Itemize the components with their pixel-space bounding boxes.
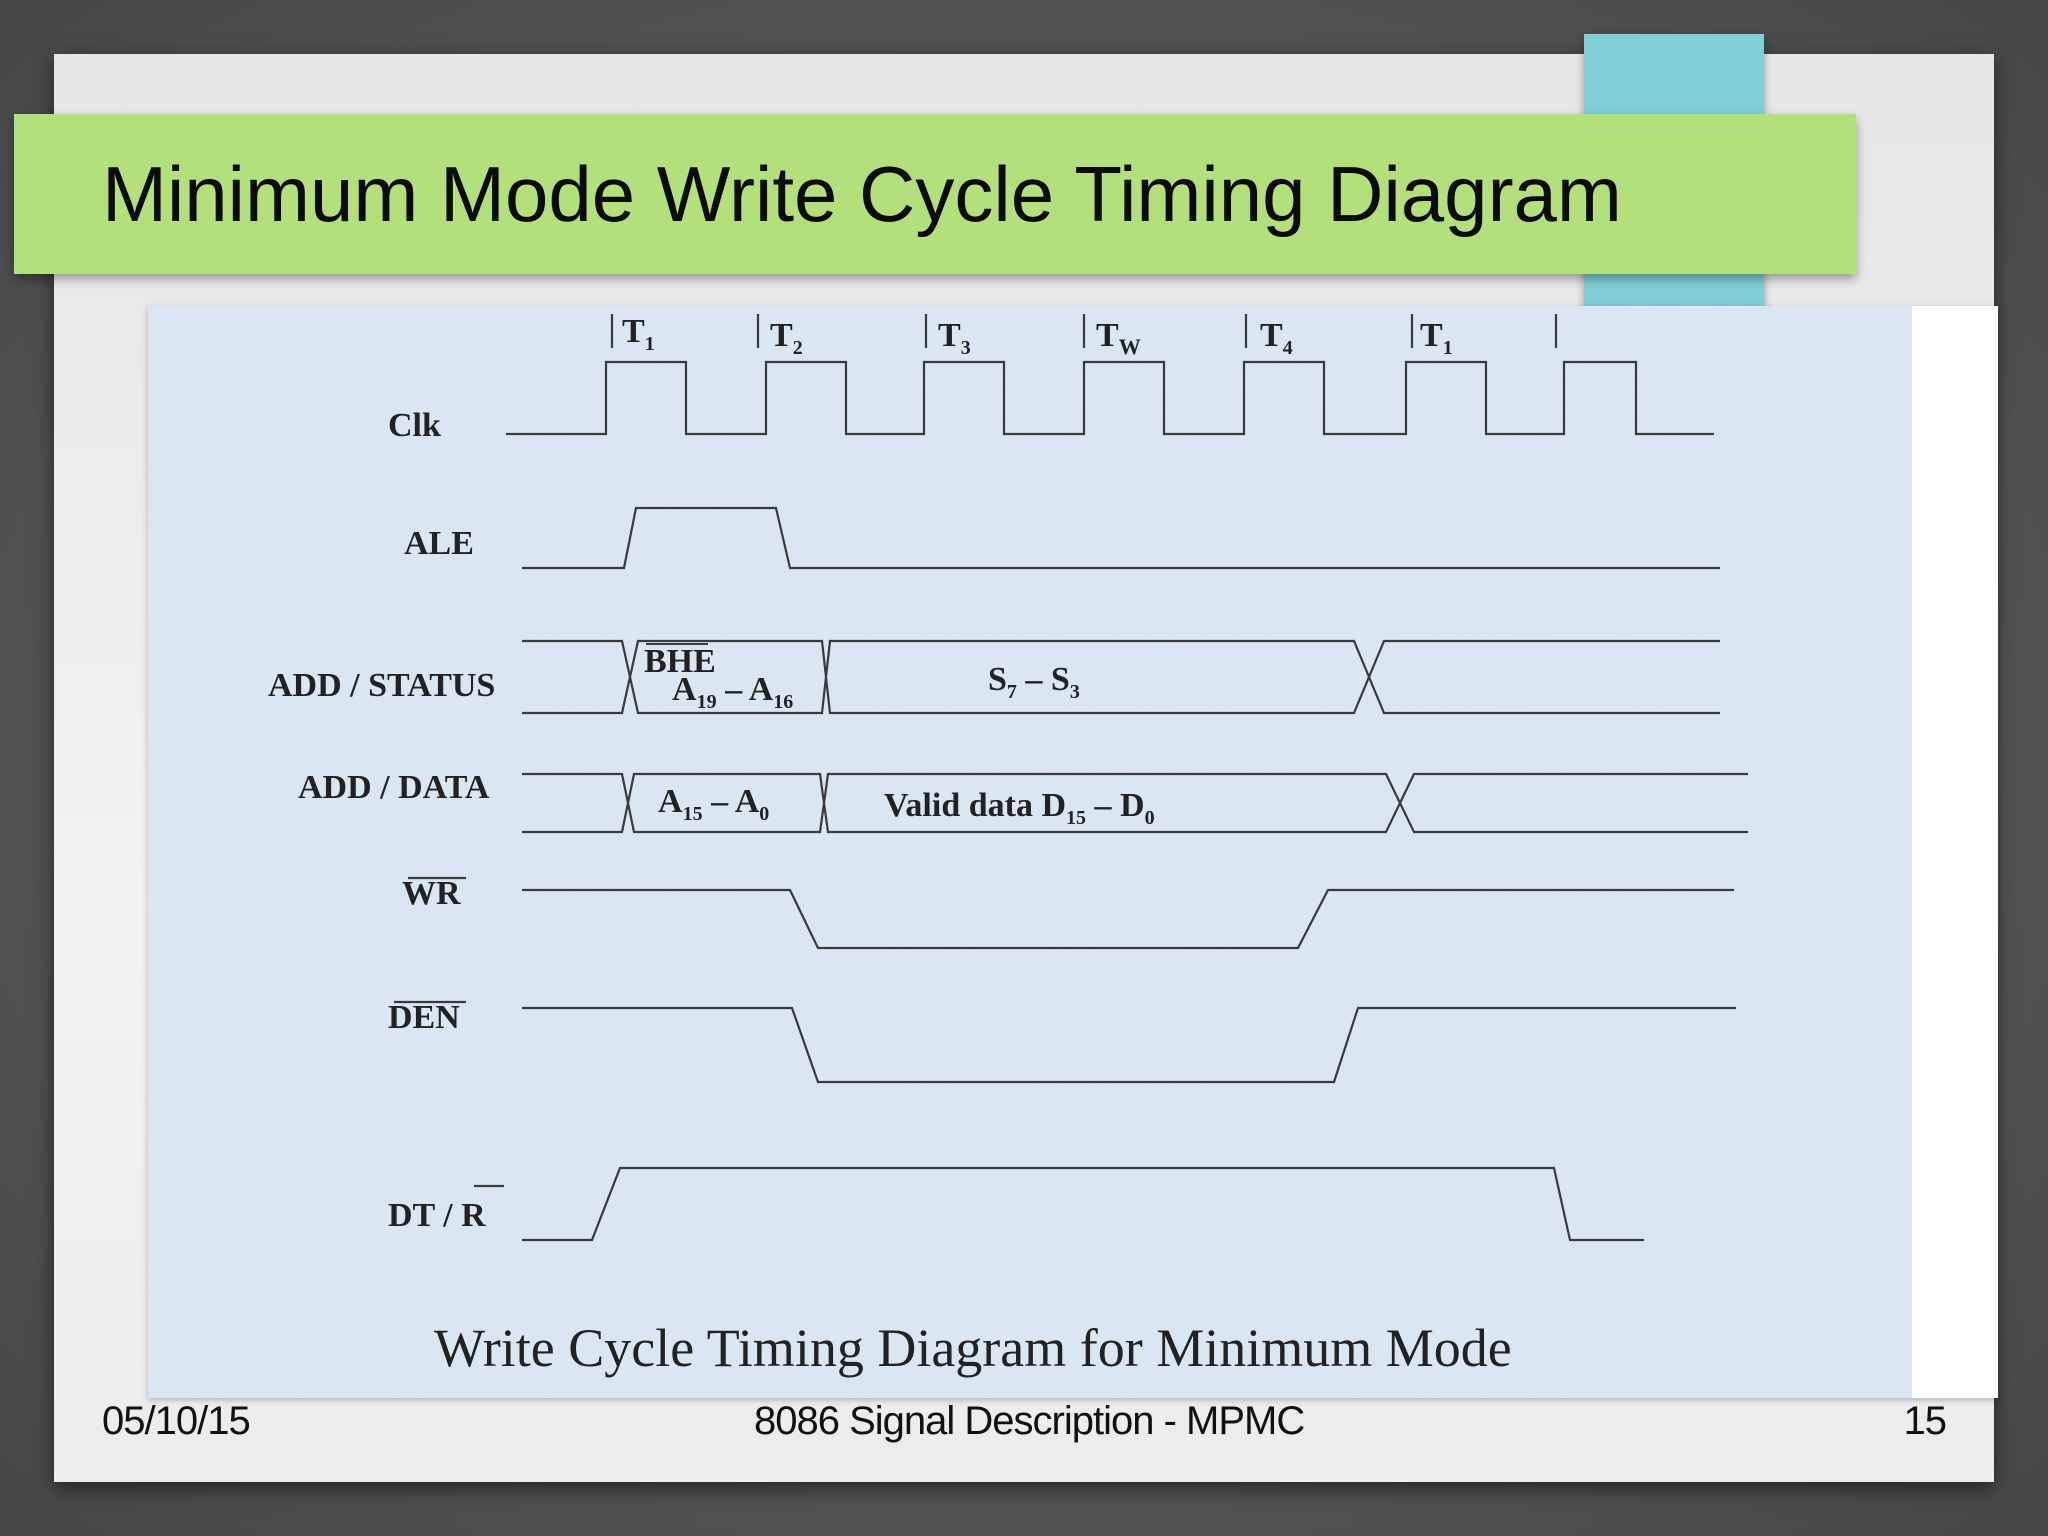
clk-waveform	[506, 360, 1714, 436]
waveforms	[394, 314, 1748, 1242]
state-label: T2	[770, 317, 803, 359]
state-label: T3	[938, 317, 971, 359]
bhe-label: BHE	[644, 643, 716, 680]
state-label: T1	[622, 313, 655, 355]
dtr-waveform	[522, 1166, 1644, 1242]
footer-date: 05/10/15	[102, 1399, 251, 1443]
state-label: T4	[1260, 317, 1293, 359]
add-data-label: ADD / DATA	[298, 769, 490, 806]
diagram-caption: Write Cycle Timing Diagram for Minimum M…	[434, 1318, 1512, 1378]
state-markers	[610, 314, 1558, 348]
waveform-labels: BHE A19 – A16 S7 – S3 A15 – A0 Valid dat…	[644, 643, 1155, 829]
a19-a16-label: A19 – A16	[672, 671, 793, 713]
add-status-waveform	[522, 639, 1720, 715]
add-data-waveform	[522, 772, 1748, 834]
footer-center-text: 8086 Signal Description - MPMC	[754, 1399, 1305, 1443]
state-label: TW	[1096, 317, 1141, 359]
ale-label: ALE	[404, 525, 474, 562]
a15-a0-label: A15 – A0	[658, 783, 769, 825]
page-number: 15	[1903, 1399, 1947, 1443]
signal-labels: Clk ALE ADD / STATUS ADD / DATA WR DEN D…	[268, 407, 495, 1234]
den-waveform	[522, 1006, 1736, 1084]
timing-diagram-svg: T1 T2 T3 TW T4 T1 Clk ALE ADD / STATUS A…	[148, 306, 1912, 1398]
diagram-paper-texture	[148, 306, 1912, 1398]
ale-waveform	[522, 506, 1720, 570]
valid-data-label: Valid data D15 – D0	[884, 787, 1155, 829]
wr-label: WR	[402, 875, 461, 912]
slide-title: Minimum Mode Write Cycle Timing Diagram	[102, 150, 1622, 238]
state-label: T1	[1420, 317, 1453, 359]
s7-s3-label: S7 – S3	[988, 661, 1080, 703]
wr-waveform	[522, 888, 1734, 950]
title-bar: Minimum Mode Write Cycle Timing Diagram	[14, 114, 1856, 274]
timing-diagram-image: T1 T2 T3 TW T4 T1 Clk ALE ADD / STATUS A…	[148, 306, 1998, 1398]
clk-label: Clk	[388, 407, 441, 444]
add-status-label: ADD / STATUS	[268, 667, 495, 704]
clock-state-labels: T1 T2 T3 TW T4 T1	[622, 313, 1453, 359]
den-label: DEN	[388, 999, 460, 1036]
dtr-label: DT / R	[388, 1197, 486, 1234]
